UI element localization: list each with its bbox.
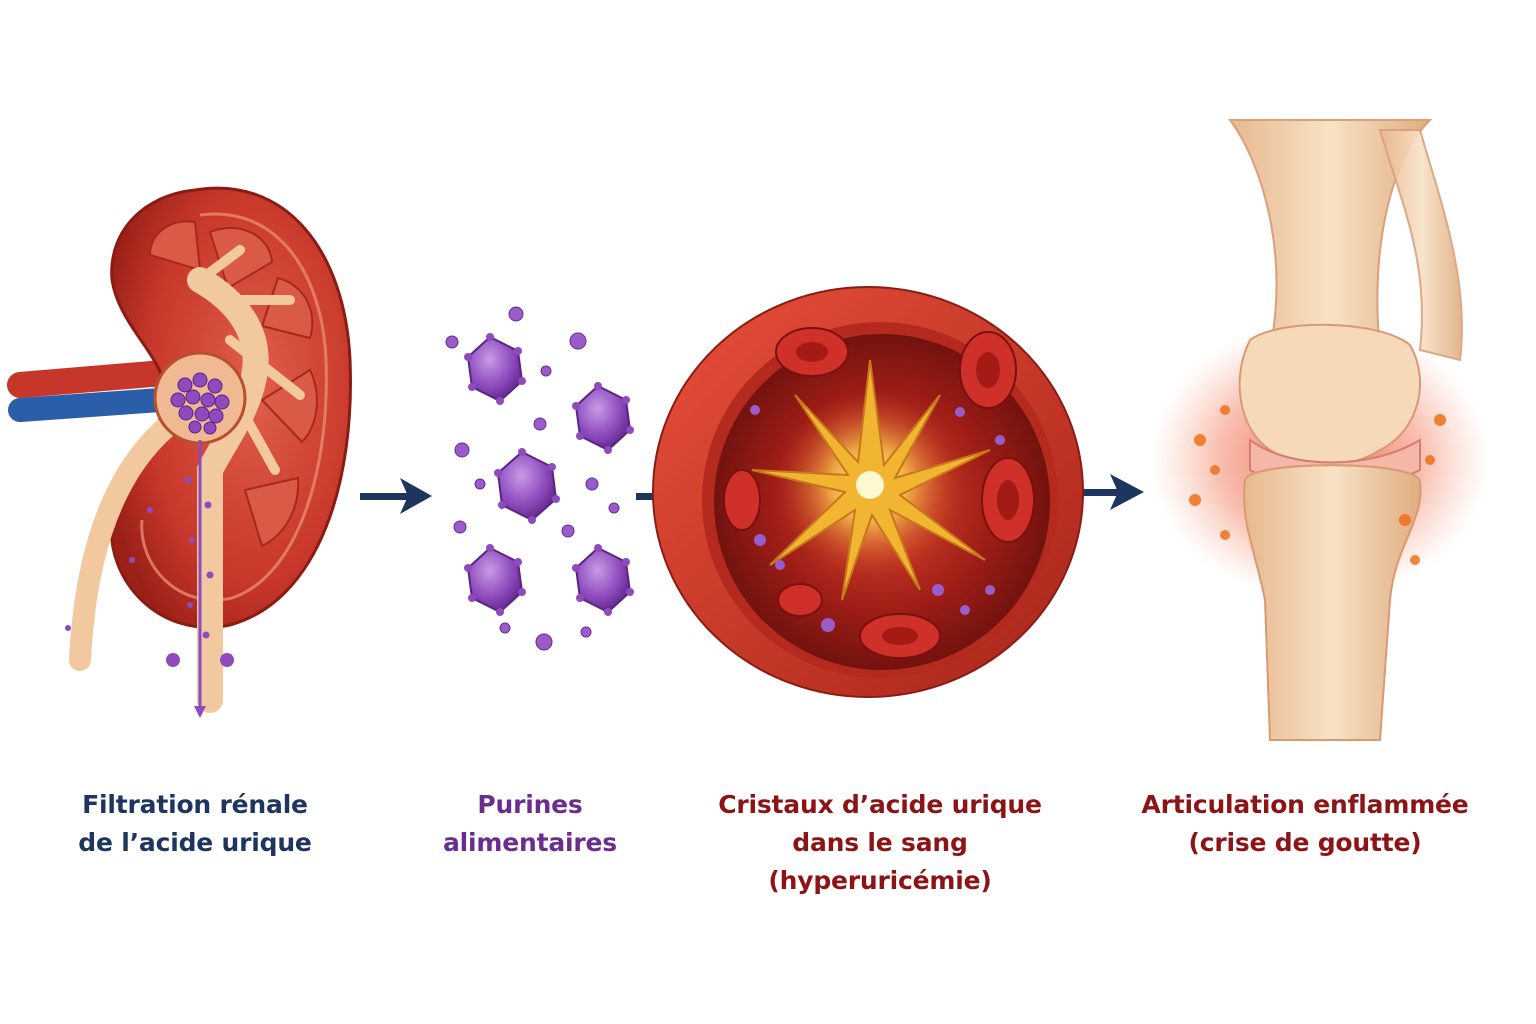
kidney-icon: [7, 186, 352, 718]
flow-diagram: [7, 119, 1490, 741]
blood-vessel-crystal-icon: [652, 286, 1084, 698]
joint-caption-line-2: (crise de goutte): [1188, 828, 1422, 857]
inflamed-joint-icon: [1150, 119, 1490, 741]
joint-caption: Articulation enflammée (crise de goutte): [1100, 786, 1510, 862]
purines-caption-line-2: alimentaires: [443, 828, 617, 857]
blood-caption-line-3: (hyperuricémie): [768, 866, 992, 895]
arrow-right-icon: [360, 478, 432, 514]
blood-caption-line-1: Cristaux d’acide urique: [718, 790, 1042, 819]
joint-caption-line-1: Articulation enflammée: [1141, 790, 1469, 819]
kidney-caption-line-2: de l’acide urique: [78, 828, 312, 857]
kidney-caption-line-1: Filtration rénale: [82, 790, 308, 819]
blood-caption: Cristaux d’acide urique dans le sang (hy…: [690, 786, 1070, 900]
purines-caption: Purines alimentaires: [380, 786, 680, 862]
purines-caption-line-1: Purines: [477, 790, 583, 819]
arrow-right-icon: [1072, 474, 1144, 510]
blood-caption-line-2: dans le sang: [792, 828, 968, 857]
kidney-caption: Filtration rénale de l’acide urique: [20, 786, 370, 862]
purine-molecules-icon: [445, 306, 634, 651]
